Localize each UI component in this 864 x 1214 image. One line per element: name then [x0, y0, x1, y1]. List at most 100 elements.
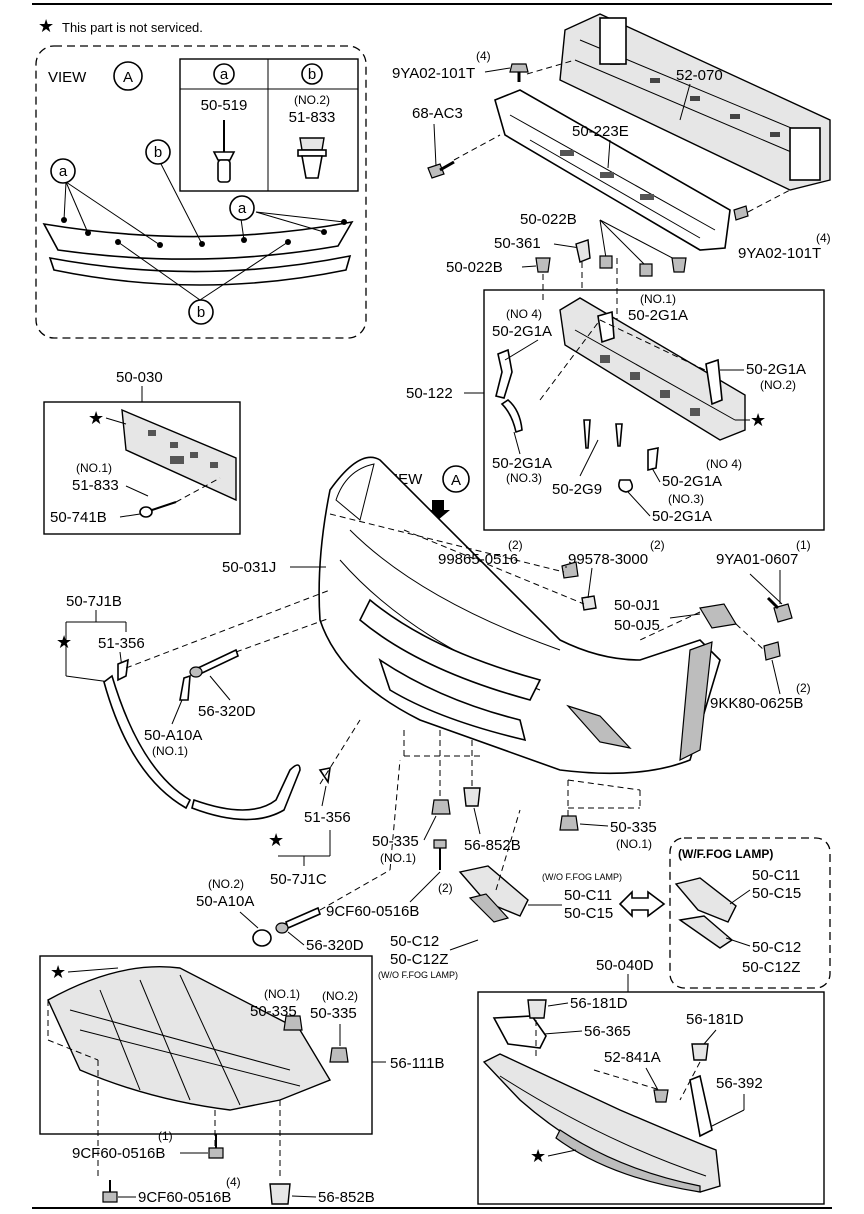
bolt-icon — [275, 906, 321, 934]
wo-fog-b: (W/O F.FOG LAMP) — [378, 970, 458, 980]
label-50-022b-b: 50-022B — [446, 259, 503, 276]
label-51-833: 51-833 — [72, 477, 119, 494]
bracket-icon — [699, 603, 737, 629]
bolt-icon — [763, 641, 781, 661]
no1-e: (NO.1) — [616, 837, 652, 851]
no1-d: (NO.1) — [380, 851, 416, 865]
label-50-335-b: 50-335 — [610, 819, 657, 836]
wo-fog-a: (W/O F.FOG LAMP) — [542, 872, 622, 882]
no2-c: (NO.2) — [322, 989, 358, 1003]
callout-a2: a — [238, 200, 247, 217]
star-icon: ★ — [268, 830, 284, 850]
qty-4c: (4) — [226, 1175, 241, 1189]
qty-4a: (4) — [476, 49, 491, 63]
bolt-icon — [583, 419, 591, 449]
label-9cf60-0516b-b: 9CF60-0516B — [72, 1145, 165, 1162]
label-56-181d-a: 56-181D — [570, 995, 628, 1012]
label-9ya01-0607: 9YA01-0607 — [716, 551, 798, 568]
fog-cover — [674, 877, 737, 949]
label-99865-0516: 99865-0516 — [438, 551, 518, 568]
bracket-icon — [597, 310, 615, 344]
label-56-365: 56-365 — [584, 1023, 631, 1040]
label-50-0j5: 50-0J5 — [614, 617, 660, 634]
under-cover-box — [39, 955, 373, 1135]
label-50-a10a-b: 50-A10A — [196, 893, 254, 910]
fog-cover — [458, 865, 529, 923]
label-50-2g1a-no2: 50-2G1A — [746, 361, 806, 378]
table-col-b: b — [308, 66, 316, 83]
qty-2d: (2) — [438, 881, 453, 895]
label-99578-3000: 99578-3000 — [568, 551, 648, 568]
screw-icon — [561, 561, 579, 579]
no3-a: (NO.3) — [506, 471, 542, 485]
no1-a: (NO.1) — [640, 292, 676, 306]
label-50-335-d: 50-335 — [310, 1005, 357, 1022]
label-56-181d-b: 56-181D — [686, 1011, 744, 1028]
label-50-122: 50-122 — [406, 385, 453, 402]
qty-1b: (1) — [158, 1129, 173, 1143]
label-51-356-a: 51-356 — [98, 635, 145, 652]
star-icon: ★ — [56, 632, 72, 652]
label-50-7j1c: 50-7J1C — [270, 871, 327, 888]
qty-2c: (2) — [796, 681, 811, 695]
nut-icon — [329, 1047, 349, 1063]
star-icon: ★ — [38, 16, 54, 36]
table-part-a: 50-519 — [201, 97, 248, 114]
screw-icon — [102, 1180, 118, 1203]
clip-icon — [691, 1043, 709, 1061]
label-56-111b: 56-111B — [390, 1055, 445, 1072]
no1-f: (NO.1) — [264, 987, 300, 1001]
label-50-2g1a-no3: 50-2G1A — [492, 455, 552, 472]
swap-arrow-icon — [618, 890, 666, 918]
label-50-c12-b: 50-C12 — [752, 939, 801, 956]
bolt-icon — [766, 596, 793, 623]
plate-bracket — [121, 408, 237, 502]
label-50-022b-a: 50-022B — [520, 211, 577, 228]
callout-b1: b — [154, 144, 162, 161]
label-56-320d-a: 56-320D — [198, 703, 256, 720]
label-50-031j: 50-031J — [222, 559, 276, 576]
callout-a1: a — [59, 163, 68, 180]
screw-icon — [208, 1134, 224, 1159]
label-50-a10a-a: 50-A10A — [144, 727, 202, 744]
label-9ya02-101t-b: 9YA02-101T — [738, 245, 821, 262]
view-a-box — [35, 45, 367, 339]
label-68-ac3: 68-AC3 — [412, 105, 463, 122]
label-9cf60-0516b-c: 9CF60-0516B — [138, 1189, 231, 1206]
no4-b: (NO 4) — [706, 457, 742, 471]
no4-a: (NO 4) — [506, 307, 542, 321]
no1-b: (NO.1) — [76, 461, 112, 475]
qty-4b: (4) — [816, 231, 831, 245]
callout-lines — [63, 161, 345, 301]
label-50-2g1a-no3b: 50-2G1A — [652, 508, 712, 525]
label-50-c11-b: 50-C11 — [752, 867, 800, 884]
label-50-c15-b: 50-C15 — [752, 885, 801, 902]
plate-bracket-box — [43, 401, 241, 535]
label-50-7j1b: 50-7J1B — [66, 593, 122, 610]
bolt-icon — [733, 205, 749, 221]
label-9cf60-0516b-a: 9CF60-0516B — [326, 903, 419, 920]
air-dam — [482, 1053, 721, 1193]
star-icon: ★ — [530, 1146, 546, 1166]
bracket-icon — [705, 358, 723, 406]
energy-absorber — [494, 89, 731, 251]
view-a-circle — [113, 61, 143, 91]
view-a-main-circle: A — [451, 472, 461, 489]
no2-a: (NO.2) — [760, 378, 796, 392]
label-50-040d: 50-040D — [596, 957, 654, 974]
clip-icon — [269, 1183, 291, 1205]
fastener-table — [179, 58, 359, 192]
label-50-741b: 50-741B — [50, 509, 107, 526]
label-50-c12z-a: 50-C12Z — [390, 951, 448, 968]
nut-icon — [431, 799, 451, 815]
label-50-c11-a: 50-C11 — [564, 887, 612, 904]
label-50-c12z-b: 50-C12Z — [742, 959, 800, 976]
bracket-icon — [689, 1074, 713, 1138]
qty-2b: (2) — [650, 538, 665, 552]
callout-b2: b — [197, 304, 205, 321]
label-52-841a: 52-841A — [604, 1049, 661, 1066]
table-part-b-qty: (NO.2) — [294, 93, 330, 107]
star-icon: ★ — [88, 408, 104, 428]
clip-icon — [671, 257, 687, 273]
